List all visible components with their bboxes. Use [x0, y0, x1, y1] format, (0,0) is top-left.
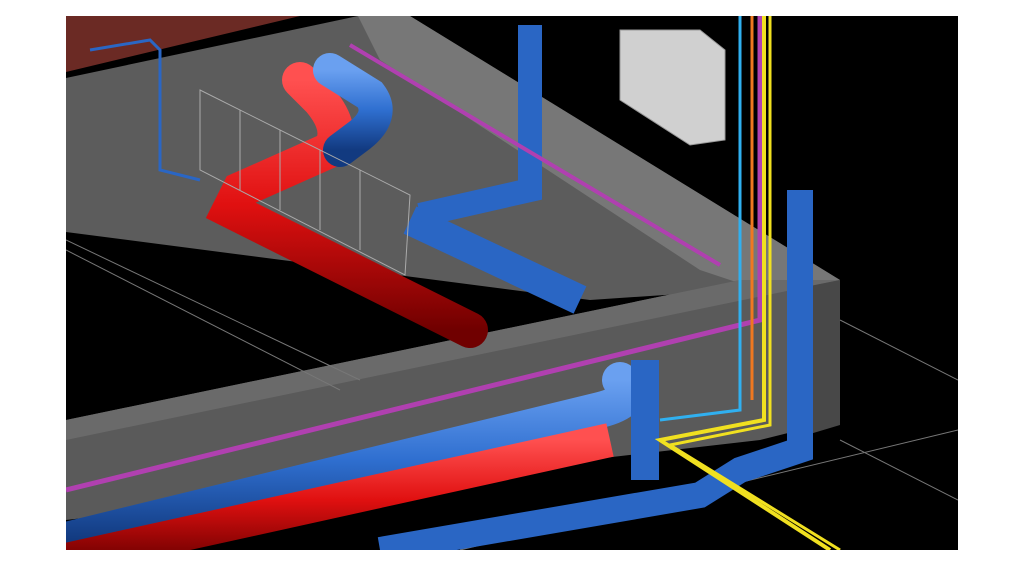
purple-pipe-upper	[348, 43, 722, 267]
duct-riser	[417, 25, 542, 227]
yellow-pipe	[654, 16, 832, 550]
return-pipe-lower	[66, 362, 645, 550]
return-pipe-upper	[313, 53, 393, 167]
cyan-pipe	[659, 16, 742, 422]
supply-pipe-lower	[66, 423, 614, 550]
equipment-unit	[619, 29, 726, 146]
roof-area	[66, 16, 300, 72]
front-wall-top	[66, 280, 840, 440]
back-wall-face	[358, 16, 840, 290]
radiator-grille	[199, 89, 411, 276]
purple-pipe	[66, 16, 763, 493]
front-wall	[66, 280, 840, 520]
yellow-pipe-2	[665, 16, 841, 550]
duct-lower	[377, 190, 813, 550]
duct-run	[403, 206, 587, 314]
blue-branch-line	[89, 38, 201, 182]
